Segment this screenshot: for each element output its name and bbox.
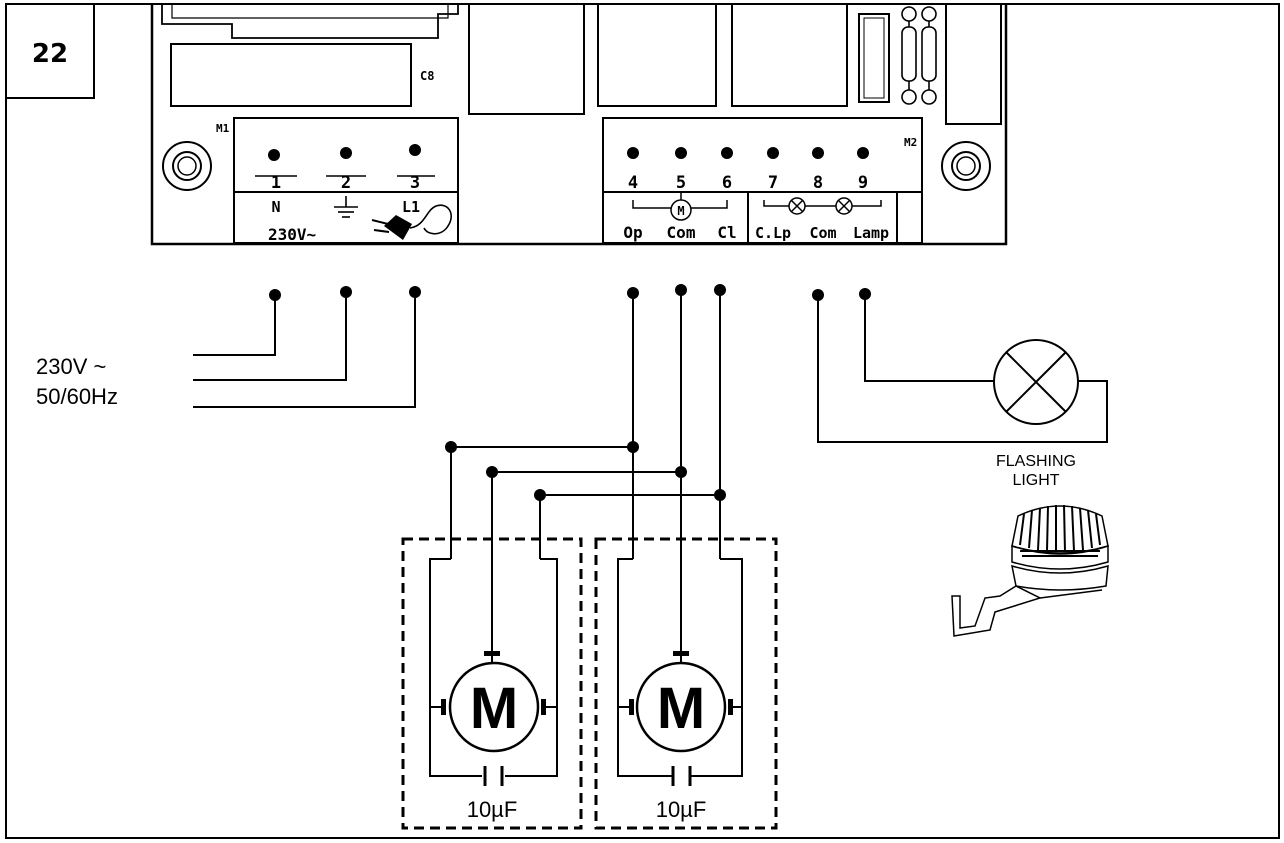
terminal-7-number: 7 (768, 173, 778, 193)
terminal-4-label: Op (623, 223, 642, 242)
flashing-light-icon (951, 504, 1109, 637)
capacitor-label: C8 (420, 69, 434, 83)
m1-voltage: 230V~ (268, 225, 316, 244)
motor-icon: M (441, 651, 546, 753)
terminal-9-label: Lamp (853, 224, 889, 242)
motor-unit-1: M 10µF (401, 537, 583, 830)
motor-1-capacitor: 10µF (467, 797, 518, 822)
flashing-lamp-symbol (993, 339, 1079, 425)
m1-terminals: 1 2 3 N L1 230V~ (255, 144, 435, 244)
ground-icon (334, 196, 358, 218)
terminal-6-number: 6 (722, 173, 732, 193)
small-motor-letter: M (677, 204, 684, 218)
small-motor-icon (670, 199, 692, 221)
motor-2-letter: M (657, 676, 705, 741)
terminal-5-number: 5 (676, 173, 686, 193)
terminal-1-label: N (271, 198, 280, 216)
m2-label: M2 (904, 136, 917, 149)
supply-wires (193, 292, 416, 408)
m2-terminals: 4 5 6 7 8 9 M Op Com Cl C.Lp Com Lamp (623, 147, 889, 242)
m1-label: M1 (216, 122, 230, 135)
motor-1-letter: M (470, 676, 518, 741)
terminal-3-label: L1 (402, 198, 420, 216)
flashing-light-label-2: LIGHT (1012, 472, 1059, 489)
capacitor-icon (671, 766, 692, 786)
figure-number: 22 (32, 39, 68, 69)
motor-icon: M (629, 651, 733, 753)
terminal-6-label: Cl (717, 223, 736, 242)
lamp-cross-icon (835, 197, 853, 215)
lamp-wires (817, 294, 1108, 443)
terminal-4-number: 4 (628, 173, 638, 193)
figure-number-box: 22 (5, 3, 95, 99)
motor-unit-2: M 10µF (594, 537, 778, 830)
terminal-5-label: Com (667, 223, 696, 242)
terminal-9-number: 9 (858, 173, 868, 193)
capacitor-icon (483, 766, 504, 786)
terminal-2-number: 2 (341, 173, 351, 193)
supply-frequency: 50/60Hz (36, 384, 118, 409)
motor-2-capacitor: 10µF (656, 797, 707, 822)
junction-dots (445, 284, 726, 501)
plug-icon (371, 204, 452, 240)
terminal-8-label: Com (809, 224, 836, 242)
terminal-8-number: 8 (813, 173, 823, 193)
flashing-light-label-1: FLASHING (996, 453, 1076, 470)
lamp-cross-icon (788, 197, 806, 215)
terminal-3-number: 3 (410, 173, 420, 193)
control-board (150, 3, 1008, 246)
supply-voltage: 230V ~ (36, 354, 106, 379)
terminal-1-number: 1 (271, 173, 281, 193)
terminal-7-label: C.Lp (755, 224, 791, 242)
